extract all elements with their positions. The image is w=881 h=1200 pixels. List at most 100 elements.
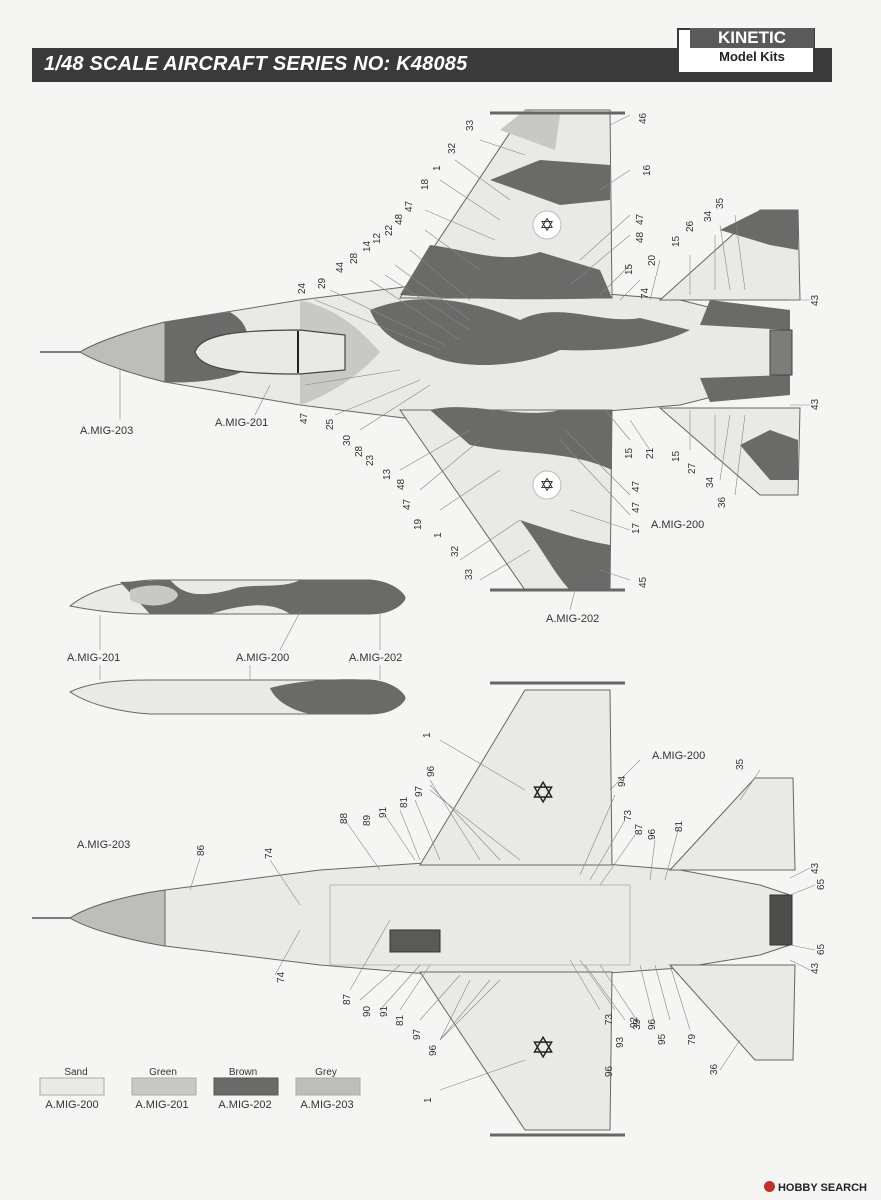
- callout-number: 47: [402, 498, 413, 510]
- fuel-tanks: A.MIG-201 A.MIG-200 A.MIG-202: [67, 579, 406, 715]
- callout-number: 34: [705, 476, 716, 488]
- callout-number: 81: [674, 820, 685, 832]
- callout-number: 87: [634, 823, 645, 835]
- swatch-code: A.MIG-202: [218, 1099, 271, 1111]
- callout-number: 15: [671, 450, 682, 462]
- roundel-upper: ✡: [532, 210, 562, 240]
- callout-number: 74: [276, 971, 287, 983]
- top-view-aircraft: ✡ ✡ 333211847482212142844292447253028231…: [40, 109, 821, 625]
- callout-number: 22: [384, 224, 395, 236]
- camo-brown: [430, 407, 612, 470]
- callout-number: 19: [413, 518, 424, 530]
- wing-lower-bottomview: [419, 971, 613, 1131]
- callout-number: 35: [715, 197, 726, 209]
- callout-number: 43: [810, 398, 821, 410]
- swatch-code: A.MIG-201: [135, 1099, 188, 1111]
- callout-number: 1: [422, 732, 433, 738]
- swatch-green: [131, 1077, 197, 1096]
- callout-number: 44: [335, 261, 346, 273]
- callout-number: 28: [354, 445, 365, 457]
- intake-bottom: [389, 929, 441, 953]
- code-label: A.MIG-202: [546, 613, 599, 625]
- camo-brown: [270, 679, 405, 714]
- code-label: A.MIG-200: [652, 750, 705, 762]
- swatch-grey: [295, 1077, 361, 1096]
- callout-number: 30: [342, 434, 353, 446]
- tailplane-upper-bottomview: [668, 777, 796, 871]
- swatch-sand: [39, 1077, 105, 1096]
- callout-number: 33: [465, 119, 476, 131]
- callout-number: 23: [365, 454, 376, 466]
- code-label: A.MIG-200: [651, 519, 704, 531]
- code-label: A.MIG-201: [215, 417, 268, 429]
- watermark-icon: [763, 1181, 775, 1192]
- callout-number: 16: [642, 164, 653, 176]
- camo-brown: [700, 375, 790, 402]
- callout-number: 15: [624, 447, 635, 459]
- callout-number: 1: [433, 532, 444, 538]
- callout-number: 28: [349, 252, 360, 264]
- callout-number: 81: [395, 1014, 406, 1026]
- svg-text:✡: ✡: [539, 475, 554, 495]
- callout-number: 81: [399, 796, 410, 808]
- callout-number: 47: [299, 412, 310, 424]
- callout-number: 20: [647, 254, 658, 266]
- camo-brown: [700, 300, 790, 330]
- callout-number: 93: [615, 1036, 626, 1048]
- callout-number: 33: [464, 568, 475, 580]
- callout-number: 97: [412, 1028, 423, 1040]
- callout-number: 43: [810, 294, 821, 306]
- swatch-name: Brown: [229, 1067, 257, 1078]
- callout-number: 65: [816, 878, 827, 890]
- swatch-code: A.MIG-203: [300, 1099, 353, 1111]
- callout-number: 74: [264, 847, 275, 859]
- callout-number: 89: [362, 814, 373, 826]
- callout-number: 96: [647, 1018, 658, 1030]
- top-view-callouts: 3332118474822121428442924472530282313484…: [297, 112, 821, 588]
- callout-number: 73: [623, 809, 634, 821]
- roundel-lower: ✡: [532, 470, 562, 500]
- callout-number: 36: [709, 1063, 720, 1075]
- callout-number: 29: [317, 277, 328, 289]
- callout-number: 13: [382, 468, 393, 480]
- page-title: 1/48 SCALE AIRCRAFT SERIES NO: K48085: [44, 53, 468, 75]
- callout-number: 47: [631, 501, 642, 513]
- brand-logo-subtitle: Model Kits: [719, 49, 785, 64]
- camo-brown: [490, 160, 610, 205]
- exhaust-nozzle-bottom: [769, 894, 793, 946]
- callout-number: 45: [638, 576, 649, 588]
- callout-number: 1: [432, 165, 443, 171]
- callout-number: 15: [624, 263, 635, 275]
- color-legend: Sand Green Brown Grey A.MIG-200 A.MIG-20…: [39, 1067, 361, 1111]
- code-label: A.MIG-203: [80, 425, 133, 437]
- camo-brown: [720, 210, 798, 250]
- panel-lines: [329, 884, 631, 966]
- callout-number: 25: [325, 418, 336, 430]
- callout-number: 96: [426, 765, 437, 777]
- callout-number: 91: [378, 806, 389, 818]
- swatch-name: Green: [149, 1067, 177, 1078]
- callout-number: 94: [617, 775, 628, 787]
- callout-number: 91: [379, 1005, 390, 1017]
- callout-number: 24: [297, 282, 308, 294]
- callout-number: 32: [447, 142, 458, 154]
- callout-number: 32: [450, 545, 461, 557]
- callout-number: 17: [631, 522, 642, 534]
- tailplane-lower-bottomview: [668, 964, 796, 1061]
- swatch-code: A.MIG-200: [45, 1099, 98, 1111]
- callout-number: 95: [657, 1033, 668, 1045]
- camo-green: [130, 585, 178, 606]
- camo-brown: [520, 520, 610, 590]
- brand-logo-name: KINETIC: [690, 28, 814, 48]
- canopy-top: [194, 329, 346, 375]
- callout-number: 46: [638, 112, 649, 124]
- roundel-lower-bottomview: ✡: [530, 1032, 555, 1065]
- callout-number: 96: [428, 1044, 439, 1056]
- svg-text:✡: ✡: [539, 215, 554, 235]
- exhaust-nozzle-top: [769, 329, 793, 376]
- code-label: A.MIG-202: [349, 652, 402, 664]
- callout-number: 1: [423, 1097, 434, 1103]
- roundel-upper-bottomview: ✡: [530, 777, 555, 810]
- callout-number: 86: [196, 844, 207, 856]
